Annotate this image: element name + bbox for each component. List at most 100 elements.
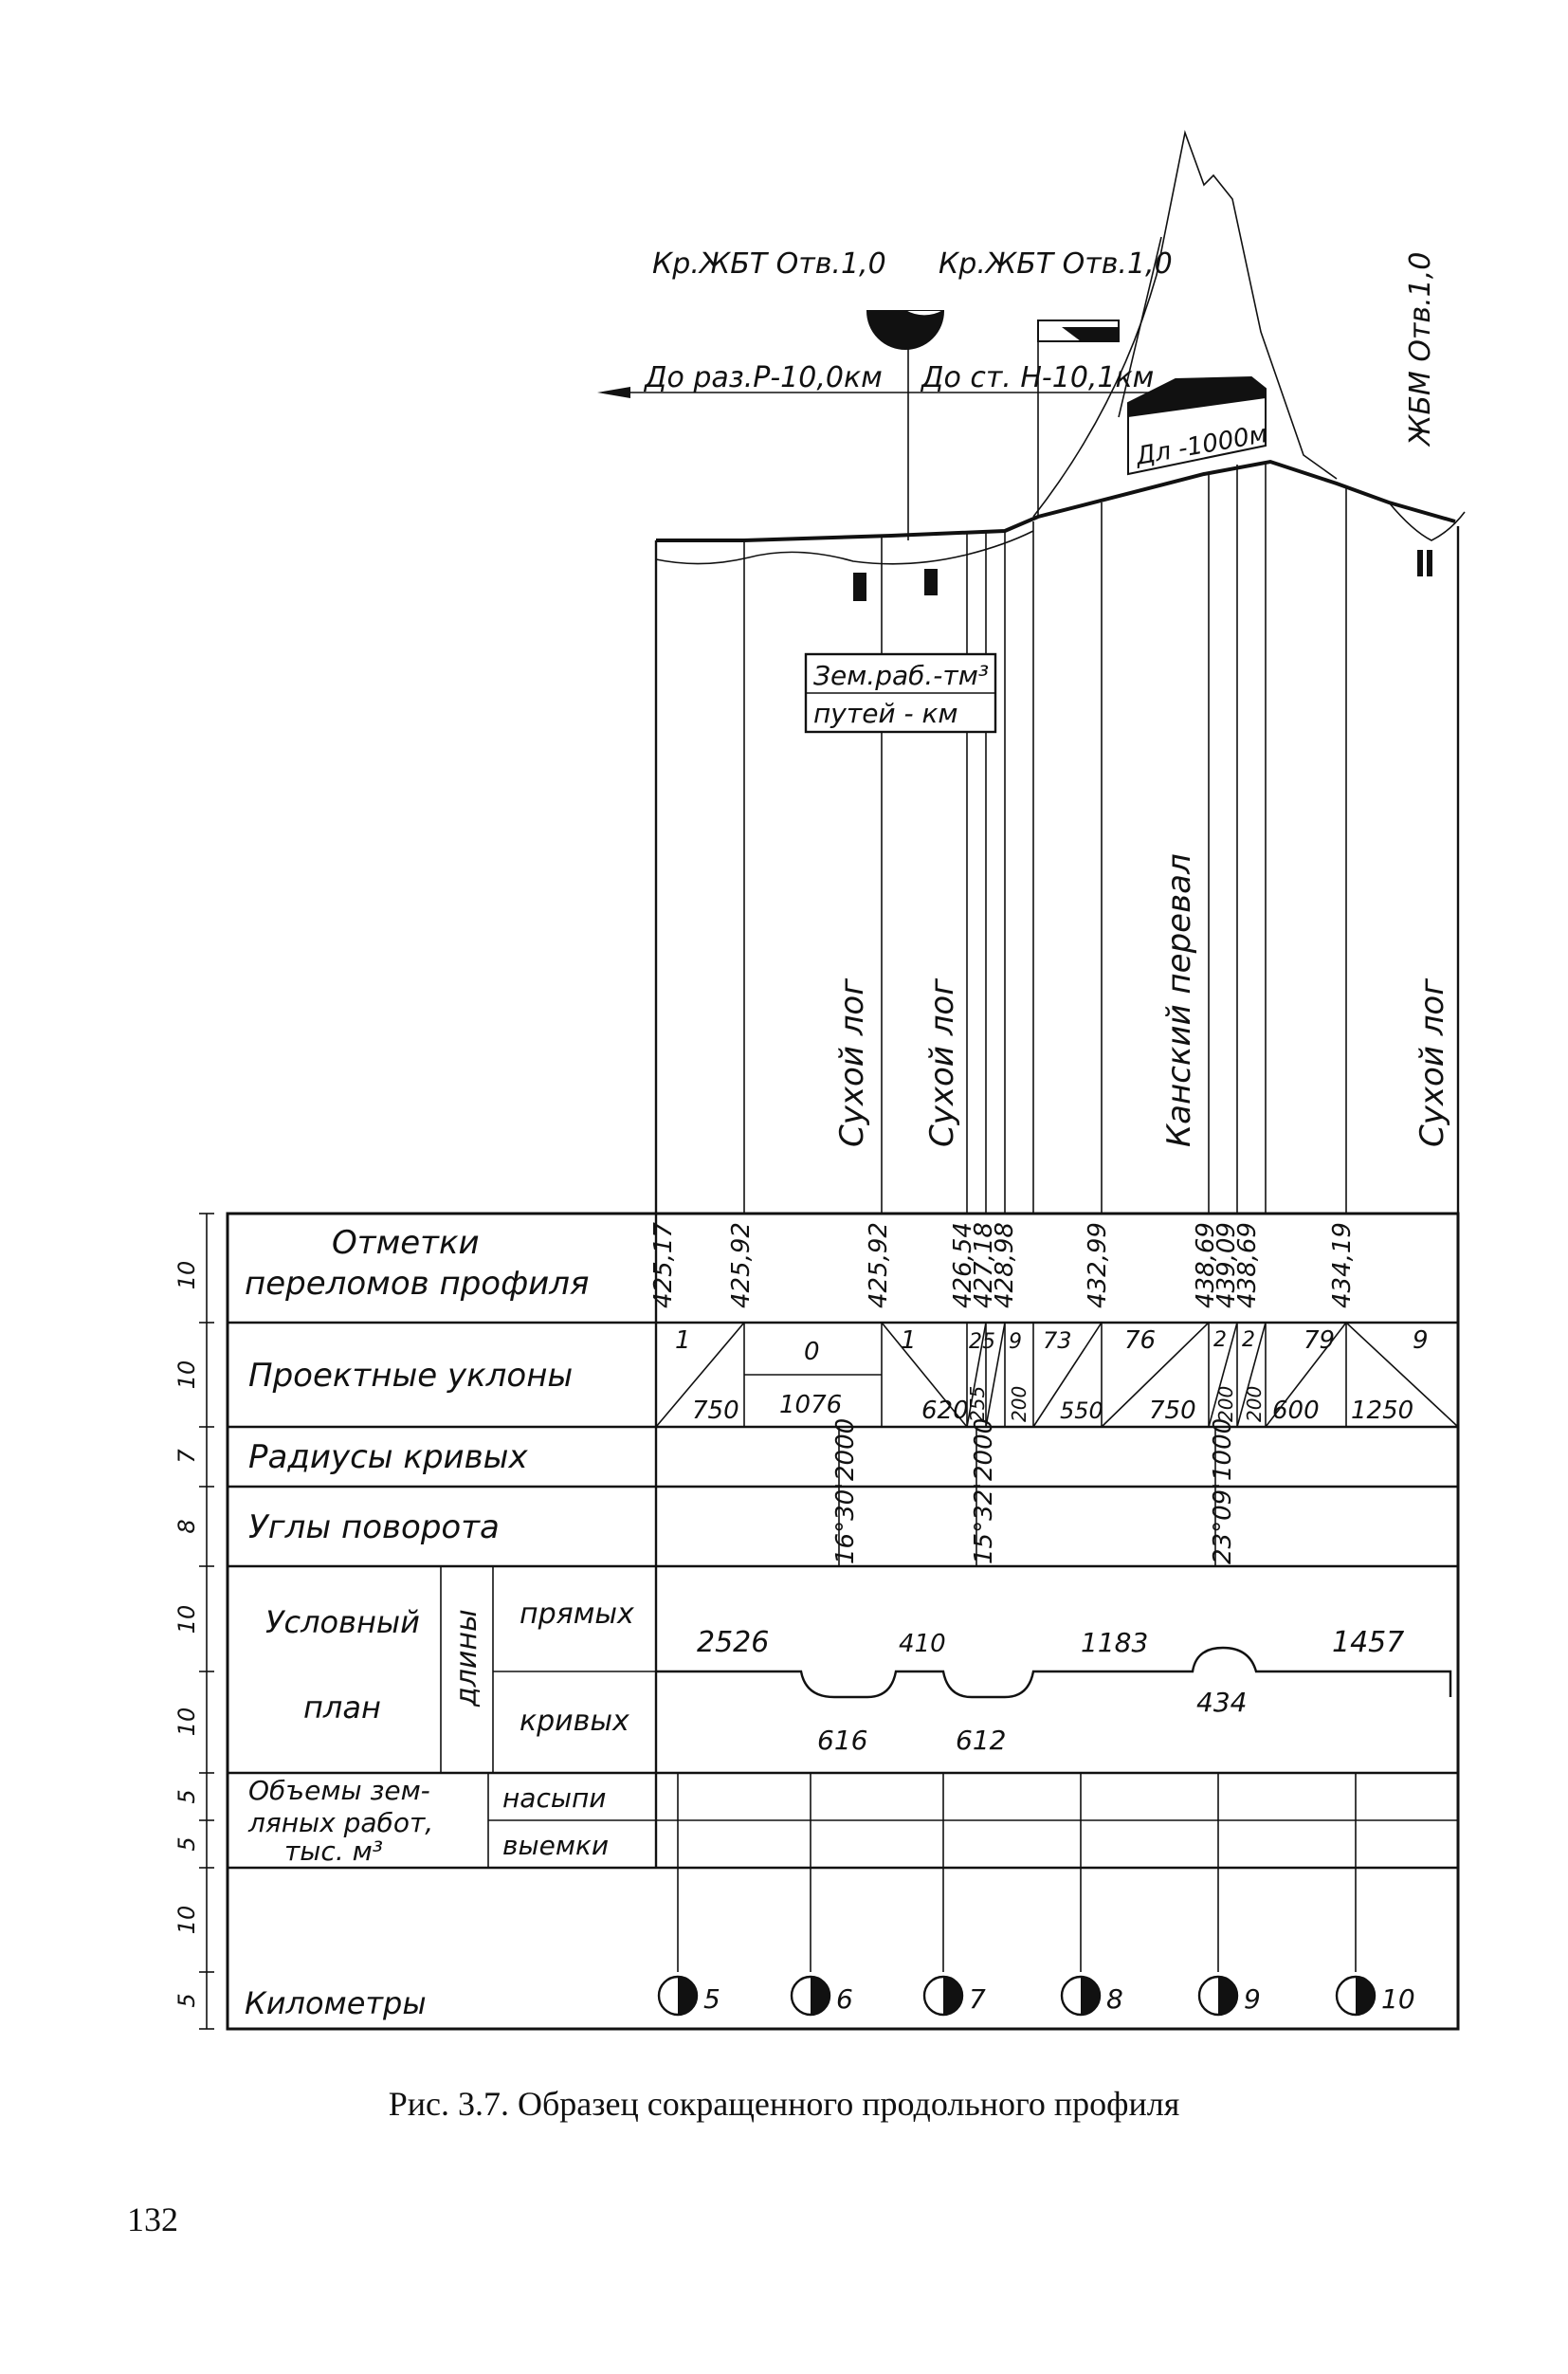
feature-label-kansky-pass: Канский перевал [1160,853,1198,1147]
km-marker-icon [1060,1975,1102,2017]
grade-top: 1 [675,1326,691,1355]
mark-value: 438,69 [1192,1222,1220,1308]
curve-params: 2000 16°30' 2000 15°32' 1000 23°09' [831,1418,1237,1566]
grade-top: 73 [1043,1327,1072,1354]
km-marker-icon [922,1975,964,2017]
mark-value: 426,54 [949,1222,977,1308]
row-header-angles: Углы поворота [248,1508,500,1546]
row-header-km: Километры [245,1985,427,2021]
culvert-icon [924,569,938,595]
plan-line [656,1646,1452,1699]
culvert-icon [1417,550,1423,576]
curve-angle: 23°09' [1209,1483,1237,1564]
km-number: 6 [836,1983,853,2015]
curve-length: 434 [1196,1687,1247,1718]
straight-length: 1457 [1332,1626,1404,1659]
culvert-icon [853,573,866,601]
km-marker-icon [1197,1975,1239,2017]
km-marker-icon [790,1975,831,2017]
bridge-label-2: Кр.ЖБТ Отв.1,0 [939,247,1173,281]
curve-angle: 15°32' [970,1483,998,1564]
feature-label-dry-ravine: Сухой лог [1413,977,1451,1147]
grade-top: 76 [1124,1326,1156,1355]
arrow-left-label: До раз.Р-10,0км [643,361,883,394]
kilometer-markers: 5 6 7 8 9 10 [657,1975,1415,2017]
figure-caption: Рис. 3.7. Образец сокращенного продольно… [388,2085,1180,2123]
straight-length: 410 [899,1630,946,1658]
grade-top: 0 [804,1338,820,1366]
row-header-fill: насыпи [502,1782,606,1814]
row-height-labels: 10 10 7 8 10 10 5 5 10 5 [173,1261,200,2008]
curve-radius: 1000 [1209,1418,1237,1481]
profile-table [199,1212,1460,2031]
row-height: 10 [173,1605,200,1634]
row-height: 5 [173,1836,200,1851]
km-marker-icon [657,1975,699,2017]
grade-bottom: 750 [692,1397,739,1425]
mark-value: 425,17 [649,1222,678,1308]
km-number: 9 [1244,1983,1261,2015]
grade-top: 2 [1213,1328,1227,1352]
row-header-volume-2: ляных работ, [247,1807,433,1838]
bridge-icon-half [904,310,944,318]
grade-top: 9 [1413,1326,1429,1355]
row-header-plan-1: Условный [265,1604,420,1640]
grade-bottom: 200 [1243,1386,1266,1422]
mark-value: 438,69 [1233,1222,1262,1308]
row-header-grades: Проектные уклоны [248,1357,573,1395]
grade-bottom: 750 [1149,1397,1196,1425]
mark-value: 425,92 [865,1222,893,1308]
grade-values: 1 750 0 1076 1 620 25 255 9 200 73 550 7… [675,1326,1429,1425]
straight-length: 2526 [697,1626,769,1659]
right-structure-label: ЖБМ Отв.1,0 [1404,252,1437,447]
conditional-plan: 2526 410 1183 1457 616 612 434 [656,1626,1452,1756]
row-height: 10 [173,1360,200,1390]
row-height: 10 [173,1707,200,1737]
grade-bottom: 620 [921,1397,969,1425]
mark-value: 427,18 [970,1222,998,1308]
km-number: 10 [1381,1983,1415,2015]
curve-radius: 2000 [970,1418,998,1481]
row-header-straight: прямых [520,1598,634,1631]
row-header-lengths: длины [450,1609,483,1707]
row-height: 10 [173,1906,200,1935]
row-header-volume-1: Объемы зем- [248,1775,430,1806]
row-header-cut: выемки [502,1830,609,1861]
row-header-volume-3: тыс. м³ [284,1835,383,1867]
straight-length: 1183 [1081,1627,1148,1658]
km-number: 7 [969,1983,986,2015]
tunnel-portal [1128,377,1266,417]
feature-label-dry-ravine: Сухой лог [833,977,871,1147]
row-height: 10 [173,1261,200,1290]
bridge-icon [866,310,945,350]
row-header-marks-1: Отметки [332,1224,480,1262]
station-flag-fill [1062,327,1119,341]
culvert-icon [1427,550,1432,576]
profile-area [597,130,1466,1214]
row-height: 8 [173,1519,200,1533]
km-number: 8 [1106,1983,1123,2015]
curve-angle: 16°30' [831,1483,860,1564]
curve-radius: 2000 [831,1418,860,1481]
grade-top: 25 [969,1330,995,1354]
row-height-ticks [199,1213,214,2030]
table-border [226,1212,1460,2031]
mountain-silhouette [1032,130,1338,518]
row-header-plan-2: план [303,1689,381,1726]
grade-top: 1 [901,1326,917,1355]
row-height: 5 [173,1993,200,2007]
mark-value: 432,99 [1084,1222,1112,1308]
leader-line [1118,236,1162,418]
grade-top: 2 [1242,1328,1255,1352]
design-grade-line [656,459,1456,542]
km-number: 5 [703,1983,720,2015]
grade-top: 79 [1304,1326,1335,1355]
grade-top: 9 [1009,1330,1022,1354]
row-header-marks-2: переломов профиля [245,1265,589,1303]
curve-length: 616 [817,1725,867,1756]
grade-bottom: 550 [1060,1397,1103,1424]
grade-bottom: 600 [1272,1397,1320,1425]
row-headers: Отметки переломов профиля Проектные укло… [245,1224,634,2021]
feature-label-dry-ravine: Сухой лог [923,977,961,1147]
mark-value: 439,09 [1212,1222,1241,1308]
